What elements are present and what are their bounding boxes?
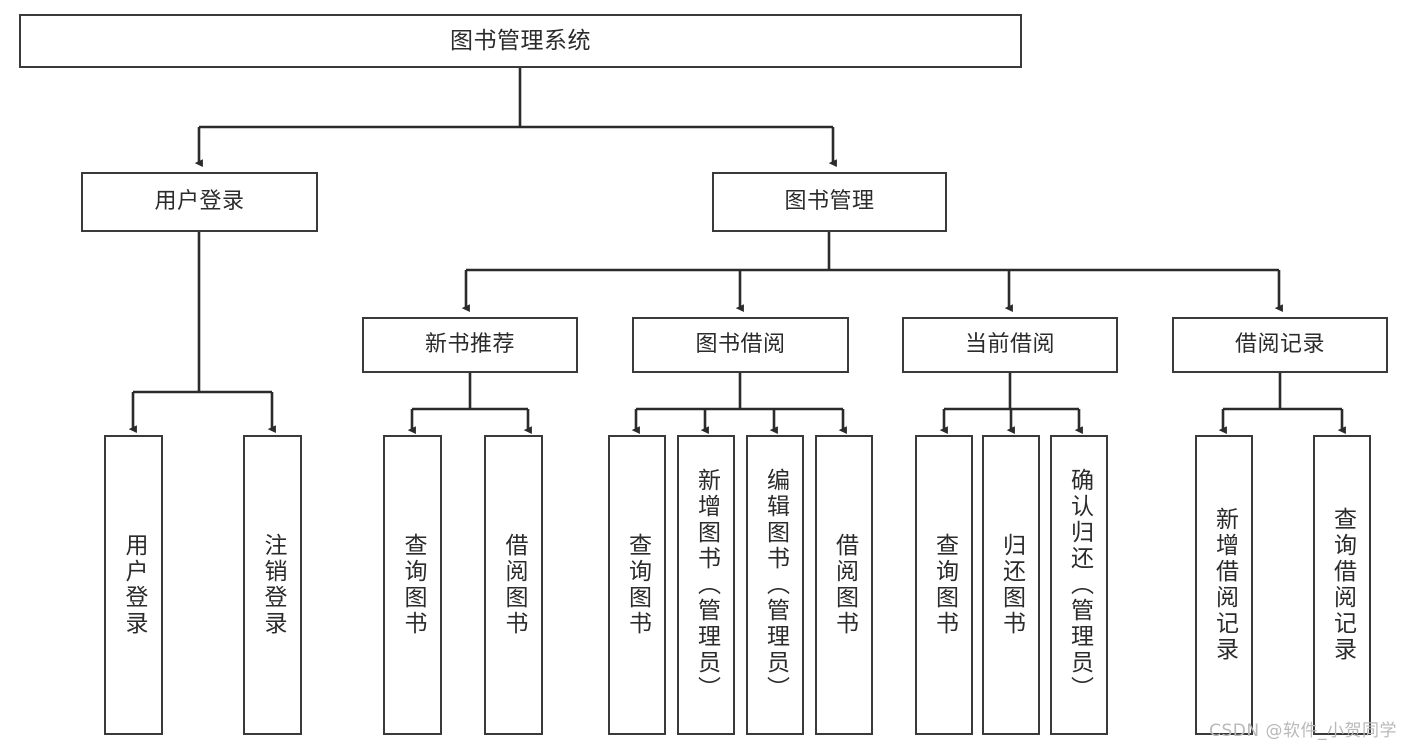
leaf-logout[interactable]: 注销登录 bbox=[243, 435, 302, 735]
watermark-text: CSDN @软件_小贺同学 bbox=[1209, 721, 1397, 741]
node-borrow-records[interactable]: 借阅记录 bbox=[1172, 317, 1388, 373]
node-current-borrow[interactable]: 当前借阅 bbox=[902, 317, 1118, 373]
leaf-newbook-borrow-book[interactable]: 借阅图书 bbox=[484, 435, 543, 735]
node-label: 确认归还（管理员） bbox=[1066, 468, 1093, 702]
leaf-current-return-book[interactable]: 归还图书 bbox=[982, 435, 1040, 735]
leaf-current-query-book[interactable]: 查询图书 bbox=[915, 435, 973, 735]
leaf-records-add-record[interactable]: 新增借阅记录 bbox=[1195, 435, 1253, 735]
node-label: 查询借阅记录 bbox=[1329, 507, 1356, 663]
node-label: 注销登录 bbox=[260, 533, 286, 637]
leaf-borrow-edit-book-admin[interactable]: 编辑图书（管理员） bbox=[746, 435, 804, 735]
node-label: 借阅图书 bbox=[831, 533, 858, 637]
node-label: 当前借阅 bbox=[964, 332, 1055, 358]
node-label: 归还图书 bbox=[998, 533, 1025, 637]
node-user-login[interactable]: 用户登录 bbox=[81, 172, 318, 232]
node-label: 图书管理 bbox=[784, 189, 875, 215]
node-label: 查询图书 bbox=[400, 533, 426, 637]
node-label: 编辑图书（管理员） bbox=[762, 468, 789, 702]
leaf-user-login[interactable]: 用户登录 bbox=[104, 435, 163, 735]
leaf-current-confirm-return-admin[interactable]: 确认归还（管理员） bbox=[1050, 435, 1108, 735]
node-label: 图书管理系统 bbox=[450, 27, 591, 54]
node-label: 新书推荐 bbox=[424, 332, 515, 358]
node-label: 查询图书 bbox=[931, 533, 958, 637]
leaf-newbook-query-book[interactable]: 查询图书 bbox=[383, 435, 442, 735]
node-new-book-recommend[interactable]: 新书推荐 bbox=[362, 317, 578, 373]
node-root-book-management-system[interactable]: 图书管理系统 bbox=[19, 14, 1022, 68]
node-label: 借阅记录 bbox=[1234, 332, 1325, 358]
leaf-borrow-query-book[interactable]: 查询图书 bbox=[608, 435, 666, 735]
node-label: 用户登录 bbox=[154, 189, 245, 215]
node-label: 新增图书（管理员） bbox=[693, 468, 720, 702]
node-book-management[interactable]: 图书管理 bbox=[712, 172, 947, 232]
node-book-borrow[interactable]: 图书借阅 bbox=[632, 317, 849, 373]
node-label: 用户登录 bbox=[121, 533, 147, 637]
node-label: 图书借阅 bbox=[695, 332, 786, 358]
node-label: 借阅图书 bbox=[501, 533, 527, 637]
leaf-records-query-record[interactable]: 查询借阅记录 bbox=[1313, 435, 1371, 735]
node-label: 新增借阅记录 bbox=[1211, 507, 1238, 663]
leaf-borrow-borrow-book[interactable]: 借阅图书 bbox=[815, 435, 873, 735]
node-label: 查询图书 bbox=[624, 533, 651, 637]
leaf-borrow-add-book-admin[interactable]: 新增图书（管理员） bbox=[677, 435, 735, 735]
